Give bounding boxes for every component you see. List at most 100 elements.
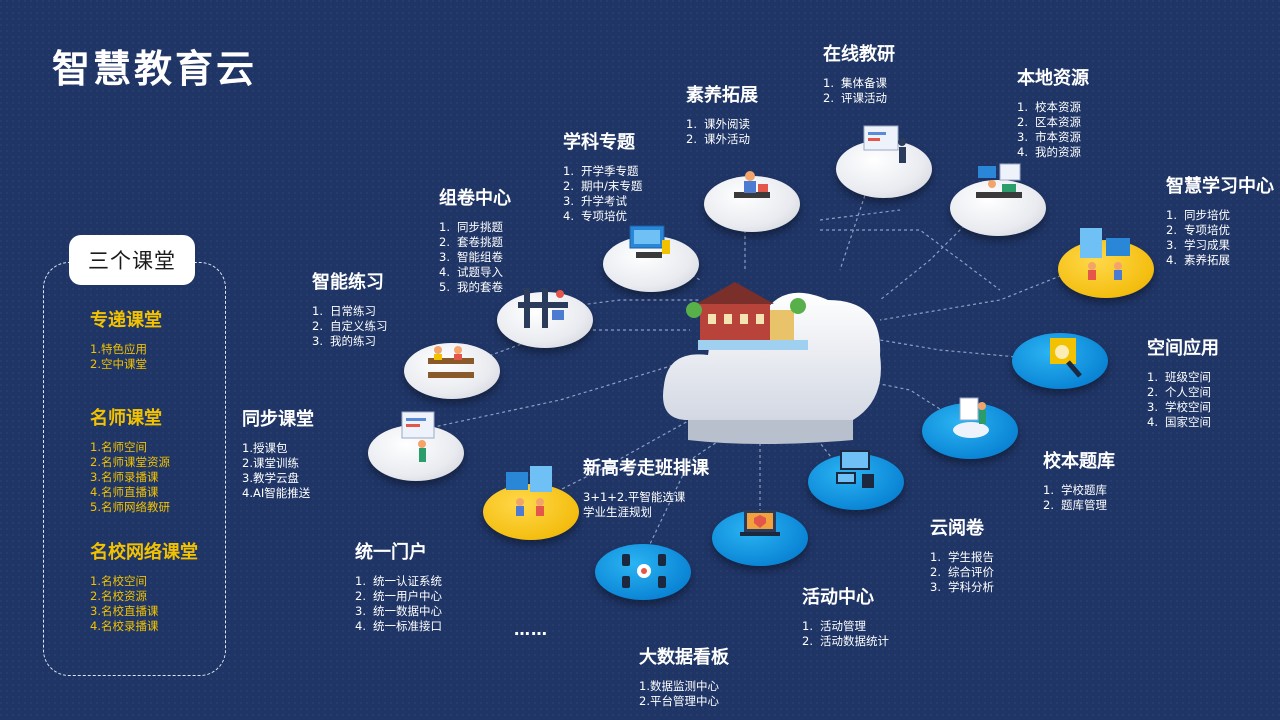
module-xingaokao: 新高考走班排课 3+1+2.平智能选课 学业生涯规划 [583,454,709,520]
module-title: 同步课堂 [242,409,314,430]
section-item: 4.名师直播课 [90,485,159,499]
data-network-icon [622,554,666,588]
practice-desk-icon [428,346,474,378]
section-item: 1.特色应用 [90,342,147,356]
module-item: 4.专项培优 [563,209,627,223]
module-suyang-tuozhan: 素养拓展 1.课外阅读 2.课外活动 [686,81,758,147]
teacher-board-icon [863,125,906,163]
module-item: 4.我的资源 [1017,145,1081,159]
section-title: 名校网络课堂 [90,542,198,563]
module-item: 1.课外阅读 [686,117,750,131]
module-item: 2.课堂训练 [242,456,299,470]
cloud-grading-icon [953,397,989,438]
module-title: 智能练习 [312,272,384,293]
module-title: 校本题库 [1043,451,1115,472]
resources-desk-icon [976,163,1022,198]
module-item: 4.素养拓展 [1166,253,1230,267]
section-mingxiao: 名校网络课堂 1.名校空间 2.名校资源 3.名校直播课 4.名校录播课 [90,538,198,634]
module-xiaoben-tiku: 校本题库 1.学校题库 2.题库管理 [1043,447,1115,513]
module-tongyi-menhu: 统一门户 1.统一认证系统 2.统一用户中心 3.统一数据中心 4.统一标准接口 [355,538,442,634]
module-title: 活动中心 [802,587,874,608]
module-zhihui-xuexi: 智慧学习中心 1.同步培优 2.专项培优 3.学习成果 4.素养拓展 [1166,172,1274,268]
module-item: 1.统一认证系统 [355,574,442,588]
module-item: 4.试题导入 [439,265,503,279]
module-item: 2.个人空间 [1147,385,1211,399]
section-item: 2.名校资源 [90,589,147,603]
module-item: 3.统一数据中心 [355,604,442,618]
module-item: 1.校本资源 [1017,100,1081,114]
module-item: 1.数据监测中心 [639,679,719,693]
module-title: 云阅卷 [930,518,984,539]
ellipsis-text: …… [514,620,548,639]
section-item: 5.名师网络教研 [90,500,170,514]
module-item: 5.我的套卷 [439,280,503,294]
module-item: 2.活动数据统计 [802,634,889,648]
disc-zhineng [404,343,500,399]
module-item: 3.智能组卷 [439,250,503,264]
module-item: 1.学校题库 [1043,483,1107,497]
module-item: 2.期中/末专题 [563,179,643,193]
module-item: 2.自定义练习 [312,319,388,333]
section-item: 3.名师录播课 [90,470,159,484]
exam-desk-icon [518,288,568,328]
module-zaixian-jiaoyan: 在线教研 1.集体备课 2.评课活动 [823,40,895,106]
portal-people-icon [506,466,552,516]
module-item: 3.学习成果 [1166,238,1230,252]
module-item: 4.国家空间 [1147,415,1211,429]
section-title: 专递课堂 [90,310,162,331]
school-building-icon [686,282,808,350]
module-zhineng-lianxi: 智能练习 1.日常练习 2.自定义练习 3.我的练习 [312,268,388,349]
module-item: 4.AI智能推送 [242,486,311,500]
module-title: 本地资源 [1017,68,1089,89]
disc-bendi [950,180,1046,236]
module-yunyuejuan: 云阅卷 1.学生报告 2.综合评价 3.学科分析 [930,514,994,595]
module-title: 新高考走班排课 [583,458,709,479]
section-item: 1.名校空间 [90,574,147,588]
module-title: 智慧学习中心 [1166,176,1274,197]
devices-icon [836,450,874,488]
section-title: 名师课堂 [90,408,162,429]
module-item: 1.日常练习 [312,304,376,318]
magnifier-icon [1050,338,1082,378]
module-kongjian-yingyong: 空间应用 1.班级空间 2.个人空间 3.学校空间 4.国家空间 [1147,334,1219,430]
module-item: 1.学生报告 [930,550,994,564]
module-item: 3.我的练习 [312,334,376,348]
section-zhuandi: 专递课堂 1.特色应用 2.空中课堂 [90,306,162,372]
section-item: 2.名师课堂资源 [90,455,170,469]
module-item: 2.专项培优 [1166,223,1230,237]
module-item: 3.市本资源 [1017,130,1081,144]
module-title: 组卷中心 [439,188,511,209]
page-title: 智慧教育云 [52,47,258,91]
left-panel-title: 三个课堂 [69,235,195,285]
module-item: 2.套卷挑题 [439,235,503,249]
module-item: 1.授课包 [242,441,288,455]
module-item: 1.班级空间 [1147,370,1211,384]
module-title: 统一门户 [355,542,427,563]
reading-student-icon [734,171,770,198]
module-item: 1.开学季专题 [563,164,639,178]
module-item: 2.综合评价 [930,565,994,579]
module-huodong-zhongxin: 活动中心 1.活动管理 2.活动数据统计 [802,583,889,649]
disc-menhu [483,484,579,540]
module-item: 3+1+2.平智能选课 [583,490,686,504]
section-item: 1.名师空间 [90,440,147,454]
module-dashuju-kanban: 大数据看板 1.数据监测中心 2.平台管理中心 [639,643,729,709]
module-item: 1.同步培优 [1166,208,1230,222]
learning-center-icon [1080,228,1130,280]
module-item: 1.集体备课 [823,76,887,90]
section-item: 3.名校直播课 [90,604,159,618]
module-title: 大数据看板 [639,647,729,668]
section-item: 4.名校录播课 [90,619,159,633]
module-item: 2.区本资源 [1017,115,1081,129]
module-title: 在线教研 [823,44,895,65]
module-title: 学科专题 [563,132,635,153]
central-cloud [663,282,881,444]
module-bendi-ziyuan: 本地资源 1.校本资源 2.区本资源 3.市本资源 4.我的资源 [1017,64,1089,160]
module-title: 空间应用 [1147,338,1219,359]
module-tongbu-ketang: 同步课堂 1.授课包 2.课堂训练 3.教学云盘 4.AI智能推送 [242,405,314,501]
module-item: 3.学科分析 [930,580,994,594]
module-item: 3.学校空间 [1147,400,1211,414]
module-item: 2.平台管理中心 [639,694,719,708]
module-item: 2.课外活动 [686,132,750,146]
module-item: 2.题库管理 [1043,498,1107,512]
